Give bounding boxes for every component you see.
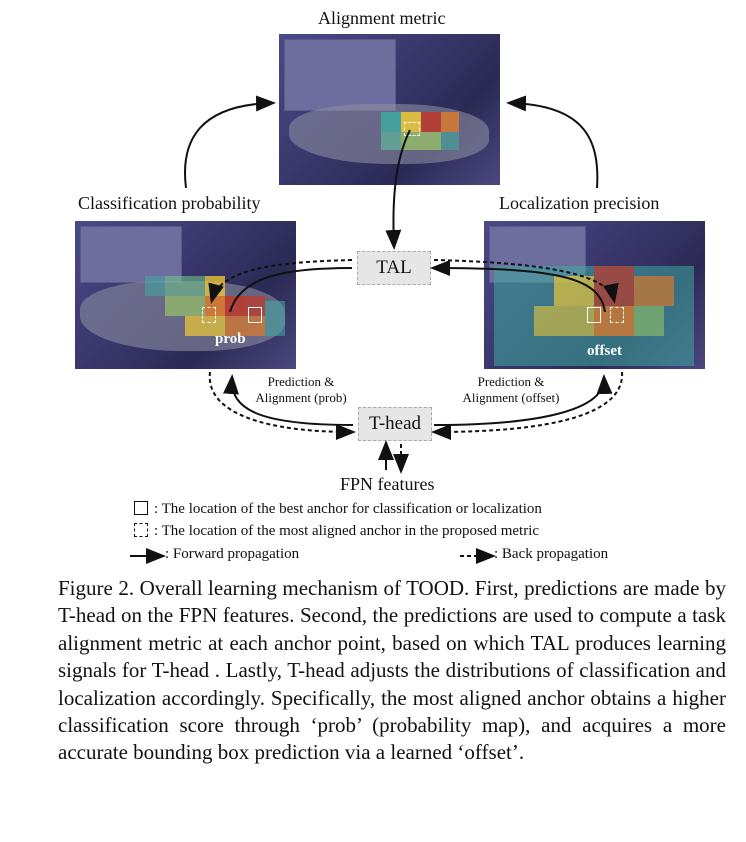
aligned-anchor-marker: [404, 122, 420, 136]
legend-solid-box: : The location of the best anchor for cl…: [134, 501, 542, 518]
alignment-metric-image: [279, 34, 500, 185]
arrow-cls-to-thead-back: [208, 371, 356, 440]
prob-label: prob: [215, 331, 246, 347]
fpn-features-label: FPN features: [340, 474, 435, 494]
offset-label: offset: [587, 343, 622, 359]
prediction-alignment-offset-label: Prediction & Alignment (offset): [462, 374, 560, 405]
best-anchor-marker-left: [248, 307, 262, 323]
arrow-tal-to-cls: [229, 267, 353, 313]
aligned-anchor-marker-left: [202, 307, 216, 323]
arrow-thead-to-loc: [433, 374, 613, 426]
arrow-tal-to-loc-back: [433, 259, 619, 304]
thead-node: T-head: [358, 407, 432, 441]
legend-backward: : Back propagation: [494, 546, 609, 562]
aligned-anchor-marker-right: [610, 307, 624, 323]
arrow-loc-to-thead-back: [431, 371, 624, 440]
classification-probability-image: prob: [75, 221, 296, 369]
arrow-tal-to-loc: [430, 260, 606, 313]
arrow-loc-to-metric: [506, 95, 599, 189]
arrow-thead-to-cls: [223, 374, 354, 426]
arrow-metric-to-tal: [385, 129, 411, 250]
legend-dashed-box: : The location of the most aligned ancho…: [134, 523, 539, 540]
best-anchor-marker-right: [587, 307, 601, 323]
localization-precision-label: Localization precision: [499, 193, 660, 213]
solid-square-icon: [134, 501, 148, 515]
arrow-tal-to-cls-back: [208, 259, 353, 304]
arrow-cls-to-metric: [184, 95, 276, 189]
prediction-alignment-prob-label: Prediction & Alignment (prob): [255, 374, 347, 405]
legend-forward: : Forward propagation: [165, 546, 300, 562]
alignment-metric-label: Alignment metric: [318, 8, 446, 28]
figure-caption: Figure 2. Overall learning mechanism of …: [58, 576, 726, 765]
classification-probability-label: Classification probability: [78, 193, 261, 213]
tal-node: TAL: [357, 251, 431, 285]
dashed-square-icon: [134, 523, 148, 537]
